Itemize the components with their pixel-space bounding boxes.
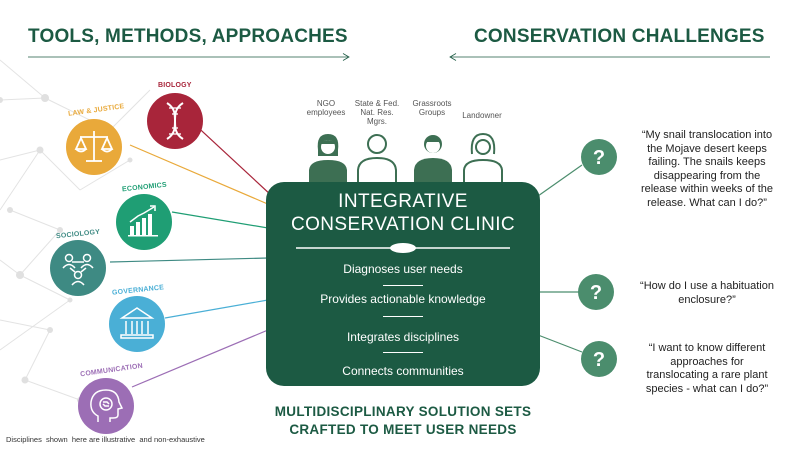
svg-text:?: ?: [593, 147, 605, 169]
left-header-arrow: [28, 53, 350, 61]
discipline-governance: [109, 296, 165, 352]
footnote: Disciplines shown here are illustrative …: [6, 435, 205, 444]
connector-governance: [164, 299, 269, 319]
persona-landowner-icon: [463, 132, 503, 182]
right-header-arrow: [449, 53, 770, 61]
persona-state-fed-icon: [357, 134, 397, 182]
question-icon: ?: [578, 274, 614, 310]
persona-label-grassroots: Grassroots Groups: [412, 99, 452, 117]
discipline-law-justice: [66, 119, 122, 175]
clinic-divider: [296, 243, 510, 253]
bar-chart-icon: [128, 214, 158, 237]
challenge-quote-2: “How do I use a habituation enclosure?”: [640, 280, 774, 306]
clinic-item-diagnoses: Diagnoses user needs: [343, 262, 463, 276]
connector-challenge-1: [537, 164, 583, 197]
challenge-quote-1: “My snail translocation into the Mojave …: [640, 129, 774, 209]
solution-line1: MULTIDISCIPLINARY SOLUTION SETS: [274, 404, 532, 419]
connector-economics: [171, 211, 269, 229]
persona-label-ngo: NGO employees: [306, 99, 346, 117]
discipline-sociology: [50, 240, 106, 296]
head-exchange-icon: [90, 389, 124, 422]
discipline-communication: [78, 378, 134, 434]
connector-sociology: [109, 257, 269, 263]
connector-law: [129, 144, 271, 206]
people-network-icon: [62, 253, 94, 286]
clinic-item-separator: [383, 285, 423, 286]
persona-label-state-fed: State & Fed. Nat. Res. Mgrs.: [354, 99, 400, 126]
building-icon: [119, 307, 155, 339]
discipline-biology: [147, 93, 203, 149]
clinic-item-connects: Connects communities: [342, 364, 464, 378]
clinic-title-line2: CONSERVATION CLINIC: [290, 214, 516, 235]
discipline-economics: [116, 194, 172, 250]
question-icon: ?: [581, 341, 617, 377]
question-icon: ?: [581, 139, 617, 175]
discipline-label-biology: BIOLOGY: [158, 82, 192, 89]
challenge-quote-3: “I want to know different approaches for…: [645, 342, 769, 395]
right-header: CONSERVATION CHALLENGES: [474, 26, 765, 47]
persona-label-landowner: Landowner: [462, 111, 502, 120]
persona-grassroots-icon: [414, 135, 452, 182]
connector-challenge-3: [537, 334, 583, 353]
left-header: TOOLS, METHODS, APPROACHES: [28, 26, 348, 47]
clinic-title-line1: INTEGRATIVE: [338, 191, 468, 212]
connector-communication: [131, 329, 269, 388]
svg-text:?: ?: [590, 282, 602, 304]
clinic-item-separator: [383, 316, 423, 317]
scales-icon: [74, 131, 114, 162]
svg-text:?: ?: [593, 349, 605, 371]
persona-ngo-icon: [309, 134, 347, 182]
clinic-item-separator: [383, 352, 423, 353]
dna-icon: [166, 102, 184, 140]
clinic-item-integrates: Integrates disciplines: [346, 330, 460, 344]
connector-biology: [189, 119, 273, 197]
solution-line2: CRAFTED TO MEET USER NEEDS: [289, 422, 517, 437]
clinic-item-actionable: Provides actionable knowledge: [320, 292, 486, 306]
